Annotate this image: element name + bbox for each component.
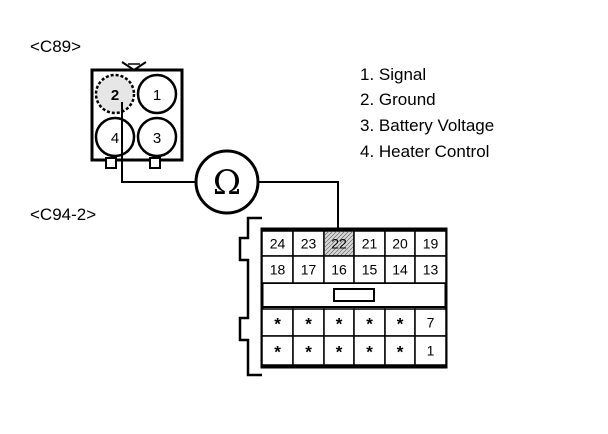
wire-c89-to-meter — [121, 102, 196, 183]
c94-2-pin-cell — [414, 308, 447, 337]
c89-pin-number: 2 — [111, 87, 119, 104]
c94-2-unused-pin: * — [397, 343, 404, 362]
c94-2-pin-cell — [323, 255, 355, 284]
c94-2-pin-number: 17 — [301, 262, 317, 278]
c94-2-pin-number: 24 — [270, 236, 286, 252]
c89-tab-right — [149, 157, 161, 169]
c94-2-connector: 24 23 22 21 20 19 18 17 16 15 14 13 * * * * * 7 * * * * * 1 — [238, 216, 448, 377]
c94-2-unused-pin: * — [336, 343, 343, 362]
c94-2-pin-cell — [353, 335, 386, 366]
c94-2-unused-pin: * — [397, 315, 404, 334]
c94-2-unused-pin: * — [274, 315, 281, 334]
c94-2-pin-cell — [292, 230, 325, 257]
legend-item-3: 3. Battery Voltage — [360, 116, 494, 135]
c89-pin-number: 4 — [111, 130, 119, 147]
ohm-symbol: Ω — [213, 163, 241, 203]
c89-housing — [90, 68, 184, 162]
highlight-hatch — [324, 231, 346, 253]
c89-pin-circle — [94, 116, 136, 158]
c89-key-notch — [121, 61, 147, 72]
c89-pin-4: 4 — [94, 116, 136, 158]
c89-connector-label: <C89> — [30, 37, 81, 56]
highlight-hatch — [324, 231, 338, 245]
highlight-hatch — [324, 231, 334, 241]
pin-legend: 1. Signal 2. Ground 3. Battery Voltage 4… — [360, 65, 494, 161]
highlight-hatch — [339, 241, 354, 256]
c94-2-pin-cell — [323, 308, 355, 337]
c89-pin-circle — [136, 73, 178, 115]
c94-2-pin-number: 13 — [423, 262, 439, 278]
c94-2-unused-pin: * — [366, 343, 373, 362]
legend-item-4: 4. Heater Control — [360, 142, 489, 161]
highlight-hatch — [327, 231, 354, 256]
c94-2-pin-number: 21 — [362, 236, 378, 252]
c89-pin-group: 2 1 4 3 — [94, 73, 178, 158]
c89-pin-1: 1 — [136, 73, 178, 115]
c94-2-latch — [238, 216, 262, 377]
c89-pin-circle — [136, 116, 178, 158]
c94-2-pin-number: 20 — [392, 236, 408, 252]
c94-2-pin-cell — [353, 308, 386, 337]
highlight-hatch — [347, 249, 354, 256]
c94-2-center-key — [333, 288, 375, 302]
c89-tab-left — [105, 157, 117, 169]
highlight-hatch — [331, 233, 354, 256]
c94-2-pin-grid: 24 23 22 21 20 19 18 17 16 15 14 13 * * * * * 7 * * * * * 1 — [261, 230, 447, 366]
ohmmeter: Ω — [194, 149, 260, 215]
c94-2-pin-cell — [384, 335, 416, 366]
c94-2-unused-pin: * — [366, 315, 373, 334]
highlight-hatch — [324, 231, 330, 237]
highlight-hatch — [324, 231, 342, 249]
c94-2-pin-cell — [384, 255, 416, 284]
c94-2-pin-number: 16 — [331, 262, 347, 278]
c94-2-unused-pin: * — [305, 343, 312, 362]
legend-item-1: 1. Signal — [360, 65, 426, 84]
highlight-hatch — [335, 237, 354, 256]
c94-2-pin-number: 7 — [427, 315, 435, 331]
highlight-hatch — [343, 245, 354, 256]
wire-meter-to-c94 — [258, 181, 339, 236]
c94-2-pin-cell — [414, 335, 447, 366]
c89-connector: 2 1 4 3 — [90, 61, 184, 169]
c89-pin-circle — [94, 73, 136, 115]
c89-pin-number: 3 — [153, 130, 161, 147]
c89-pin-2: 2 — [94, 73, 136, 115]
c94-2-pin-number: 23 — [301, 236, 317, 252]
c94-2-unused-pin: * — [274, 343, 281, 362]
c94-2-pin-number: 19 — [423, 236, 439, 252]
c94-2-pin-number: 18 — [270, 262, 286, 278]
c94-2-pin-number: 14 — [392, 262, 408, 278]
c89-pin-3: 3 — [136, 116, 178, 158]
highlight-hatch — [324, 231, 350, 256]
c94-2-pin-cell — [414, 255, 447, 284]
legend-item-2: 2. Ground — [360, 90, 436, 109]
c94-2-connector-label: <C94-2> — [30, 205, 96, 224]
c94-2-pin-cell — [292, 255, 325, 284]
c94-2-unused-pin: * — [305, 315, 312, 334]
c94-2-unused-pin: * — [336, 315, 343, 334]
c94-2-housing — [260, 227, 448, 369]
c94-2-pin-number: 1 — [427, 343, 435, 359]
c89-pin-number: 1 — [153, 87, 161, 104]
c94-2-pin-cell — [261, 335, 294, 366]
c94-2-pin-number: 22 — [331, 236, 347, 252]
c94-2-pin-number: 15 — [362, 262, 378, 278]
c94-2-pin-cell — [292, 335, 325, 366]
